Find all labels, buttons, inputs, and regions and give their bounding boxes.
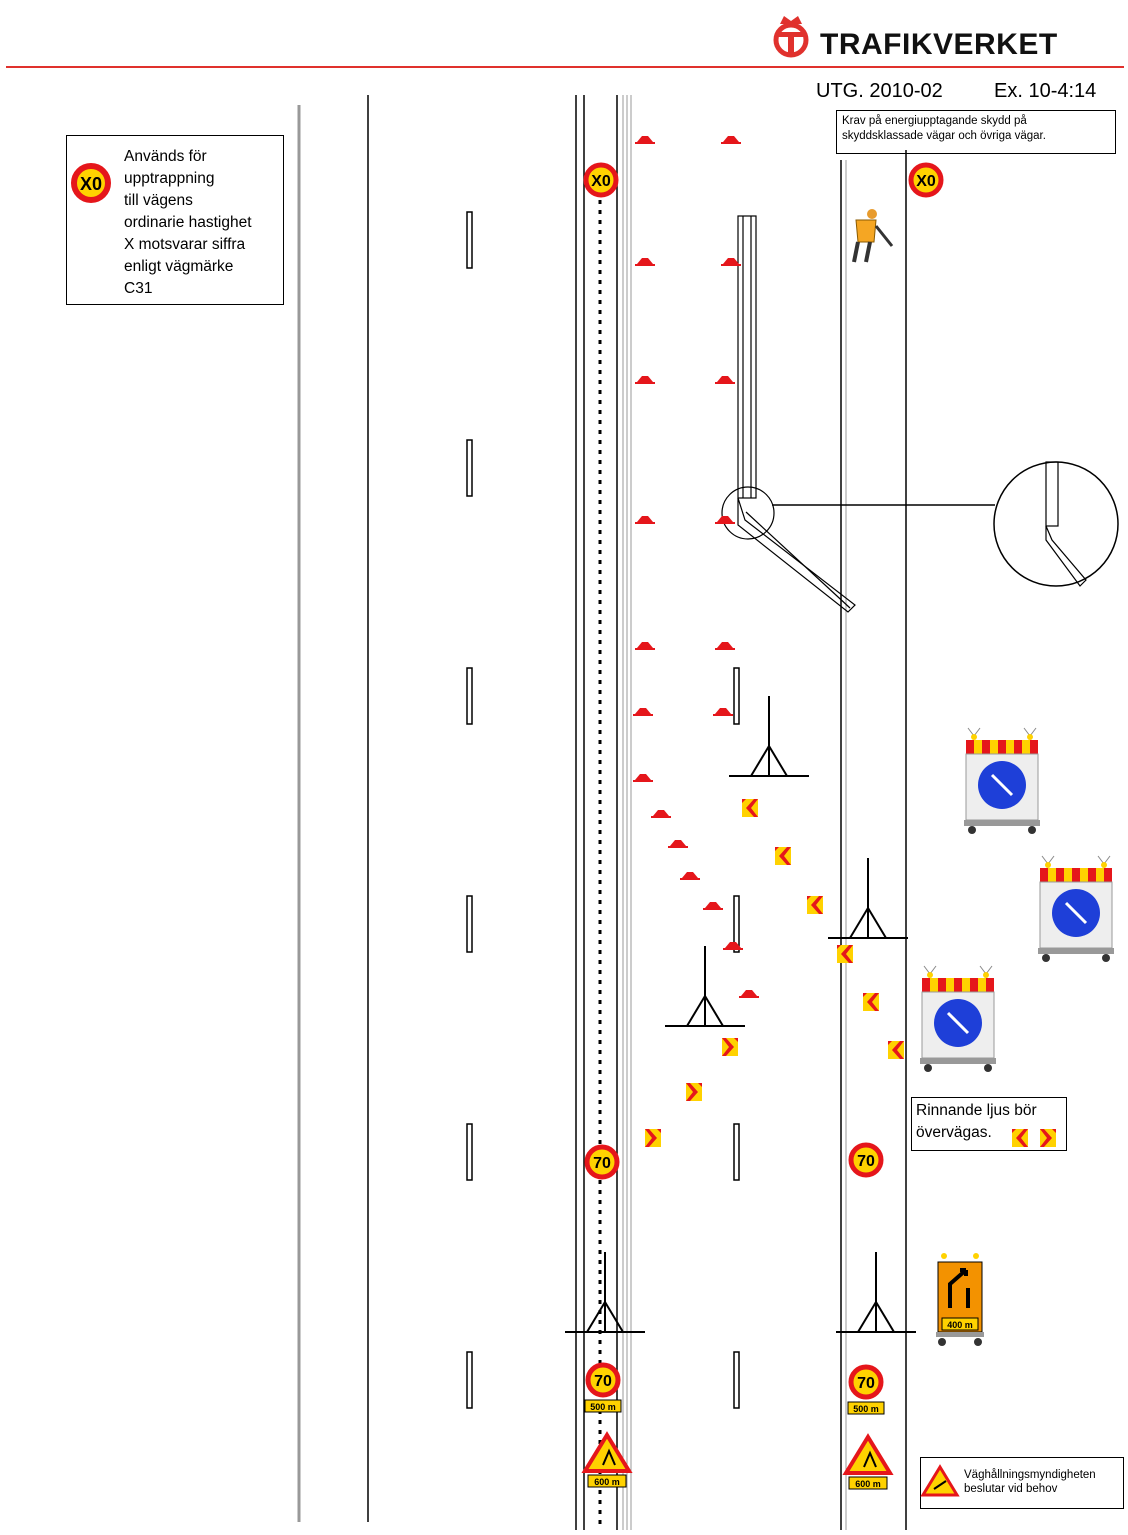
- legend-line: till vägens: [124, 192, 193, 209]
- authority-note-box: [920, 1457, 1124, 1509]
- legend-text: Används för upptrappning till vägens ord…: [124, 146, 284, 300]
- speed-sign-x0-label: X0: [916, 173, 936, 190]
- authority-line-1: Väghållningsmyndigheten: [964, 1469, 1096, 1481]
- note-line-1: Rinnande ljus bör: [916, 1102, 1037, 1119]
- legend-line: X motsvarar siffra: [124, 236, 246, 253]
- speed-sign-x0: X0: [71, 163, 111, 203]
- speed-70-label: 70: [857, 1375, 875, 1392]
- energy-absorbing-barrier: [721, 215, 1119, 613]
- brand-name: TRAFIKVERKET: [820, 28, 1058, 61]
- legend-line: enligt vägmärke: [124, 258, 234, 275]
- legend-sign-label: X0: [80, 174, 102, 194]
- speed-70-label: 70: [593, 1155, 611, 1172]
- slippery-road-warning-icon: [920, 1464, 960, 1497]
- distance-plate: 600 m: [594, 1477, 620, 1487]
- road-lines: [297, 95, 907, 1530]
- distance-plate: 500 m: [853, 1404, 879, 1414]
- note-line-2: övervägas.: [916, 1124, 992, 1141]
- speed-70-label: 70: [857, 1153, 875, 1170]
- requirement-line-2: skyddsklassade vägar och övriga vägar.: [842, 130, 1046, 142]
- legend-box: [66, 135, 284, 305]
- legend-line: Används för: [124, 148, 207, 165]
- legend-line: ordinarie hastighet: [124, 214, 252, 231]
- speed-sign-70: 70 500 m: [847, 1364, 885, 1415]
- requirement-note: Krav på energiupptagande skydd på skydds…: [836, 110, 1116, 154]
- legend-line: upptrappning: [124, 170, 215, 187]
- traffic-cones: [633, 136, 759, 998]
- roadwork-warning-sign: 600 m: [842, 1433, 894, 1490]
- direction-chevrons: [645, 799, 904, 1147]
- arrow-sign-trailer: [918, 726, 1116, 1074]
- distance-plate: 600 m: [855, 1479, 881, 1489]
- running-lights-note: Rinnande ljus bör övervägas.: [911, 1097, 1067, 1151]
- requirement-line-1: Krav på energiupptagande skydd på: [842, 115, 1027, 127]
- speed-sign-x0: X0: [583, 162, 619, 198]
- roadwork-warning-sign: 600 m: [581, 1431, 633, 1488]
- speed-sign-70: 70: [584, 1144, 620, 1180]
- lane-closure-trailer: 400 m: [936, 1253, 984, 1346]
- running-lights-chevrons: [1012, 1129, 1056, 1147]
- trafikverket-logo-icon: [773, 16, 809, 58]
- speed-sign-x0-label: X0: [591, 173, 611, 190]
- speed-sign-x0: X0: [908, 162, 944, 198]
- road-worker-icon: [852, 209, 894, 263]
- speed-70-label: 70: [594, 1373, 612, 1390]
- lane-markings: [466, 211, 740, 1409]
- document-example-number: Ex. 10-4:14: [994, 80, 1097, 102]
- authority-line-2: beslutar vid behov: [964, 1483, 1058, 1495]
- header-divider: [6, 66, 1124, 68]
- lane-closure-distance: 400 m: [947, 1320, 973, 1330]
- document-code: UTG. 2010-02: [816, 80, 943, 102]
- authority-note: Väghållningsmyndigheten beslutar vid beh…: [964, 1468, 1124, 1496]
- speed-sign-70: 70: [848, 1142, 884, 1178]
- legend-line: C31: [124, 280, 153, 297]
- distance-plate: 500 m: [590, 1402, 616, 1412]
- speed-sign-70: 70 500 m: [584, 1362, 622, 1413]
